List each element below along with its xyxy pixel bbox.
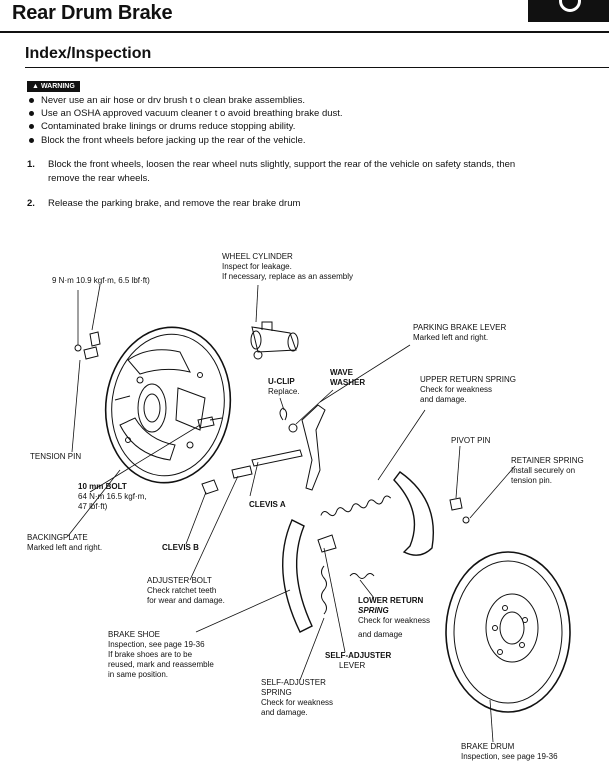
upper-return-spring-label: UPPER RETURN SPRING Check for weakness a… [420, 375, 517, 404]
upper-return-spring-drawing [320, 495, 392, 517]
retainer-spring-label: RETAINER SPRING Install securely on tens… [511, 456, 584, 485]
page-title: Rear Drum Brake [12, 2, 173, 24]
parking-brake-lever-label: PARKING BRAKE LEVER Marked left and righ… [413, 323, 507, 342]
tension-pin-label: TENSION PIN [30, 452, 82, 461]
warning-item: Contaminated brake linings or drums redu… [27, 120, 343, 133]
right-brake-shoe-drawing [393, 471, 434, 556]
clevis-a-label: CLEVIS A [249, 500, 286, 509]
u-clip-label: U-CLIP Replace. [268, 377, 300, 396]
warning-item: Use an OSHA approved vacuum cleaner t o … [27, 107, 343, 120]
warning-list: Never use an air hose or drv brush t o c… [27, 94, 343, 147]
left-brake-shoe-drawing [282, 519, 313, 633]
title-rule [0, 31, 609, 33]
section-rule [25, 67, 609, 68]
brake-shoe-label: BRAKE SHOE Inspection, see page 19-36 If… [108, 630, 214, 679]
clevis-b-label: CLEVIS B [162, 543, 199, 552]
warning-triangle-icon: ▲ [32, 83, 39, 90]
wheel-cylinder-label: WHEEL CYLINDER Inspect for leakage. If n… [222, 252, 354, 281]
step-number: 2. [27, 198, 35, 209]
adjuster-bolt-label: ADJUSTER BOLT Check ratchet teeth for we… [147, 576, 225, 605]
warning-badge: ▲ WARNING [27, 81, 80, 92]
step-1: 1. Block the front wheels, loosen the re… [27, 158, 602, 188]
u-clip-drawing [279, 407, 288, 421]
self-adjuster-spring-label: SELF-ADJUSTER SPRING Check for weakness … [261, 678, 334, 717]
brake-drum-drawing [445, 551, 571, 713]
bleeder-bolt-drawing [74, 331, 101, 360]
bolt-torque-label: 10 mm BOLT 64 N·m 16.5 kgf·m, 47 lbf·ft) [78, 482, 147, 511]
torque-label-bleeder: 9 N·m 10.9 kgf·m, 6.5 lbf·ft) [52, 276, 150, 285]
leader-lines [67, 284, 516, 743]
clevis-b-drawing [201, 479, 219, 495]
step-text: Block the front wheels, loosen the rear … [48, 159, 516, 184]
section-title: Index/Inspection [25, 45, 152, 62]
section-tab-icon [528, 0, 609, 22]
pivot-pin-label: PIVOT PIN [451, 436, 491, 445]
backing-plate-drawing [104, 326, 232, 484]
wave-washer-label: WAVE WASHER [330, 368, 366, 387]
lower-return-spring-drawing [349, 573, 375, 579]
warning-item: Block the front wheels before jacking up… [27, 134, 343, 147]
parking-brake-lever-drawing [301, 404, 326, 491]
step-number: 1. [27, 159, 35, 170]
lower-return-spring-label: LOWER RETURN SPRING Check for weakness a… [358, 596, 431, 639]
step-text: Release the parking brake, and remove th… [48, 198, 301, 209]
clevis-a-drawing [251, 449, 303, 467]
self-adjuster-lever-drawing [317, 534, 337, 553]
self-adjuster-spring-drawing [321, 565, 327, 615]
wheel-cylinder-drawing [250, 321, 299, 360]
backing-plate-label: BACKINGPLATE Marked left and right. [27, 533, 103, 552]
retainer-spring-drawing [462, 516, 470, 524]
step-2: 2. Release the parking brake, and remove… [27, 197, 602, 211]
self-adjuster-lever-label: SELF-ADJUSTER LEVER [325, 651, 392, 670]
warning-item: Never use an air hose or drv brush t o c… [27, 94, 343, 107]
wave-washer-drawing [288, 423, 298, 433]
brake-drum-label: BRAKE DRUM Inspection, see page 19-36 [461, 742, 558, 761]
pivot-pin-drawing [449, 497, 463, 511]
